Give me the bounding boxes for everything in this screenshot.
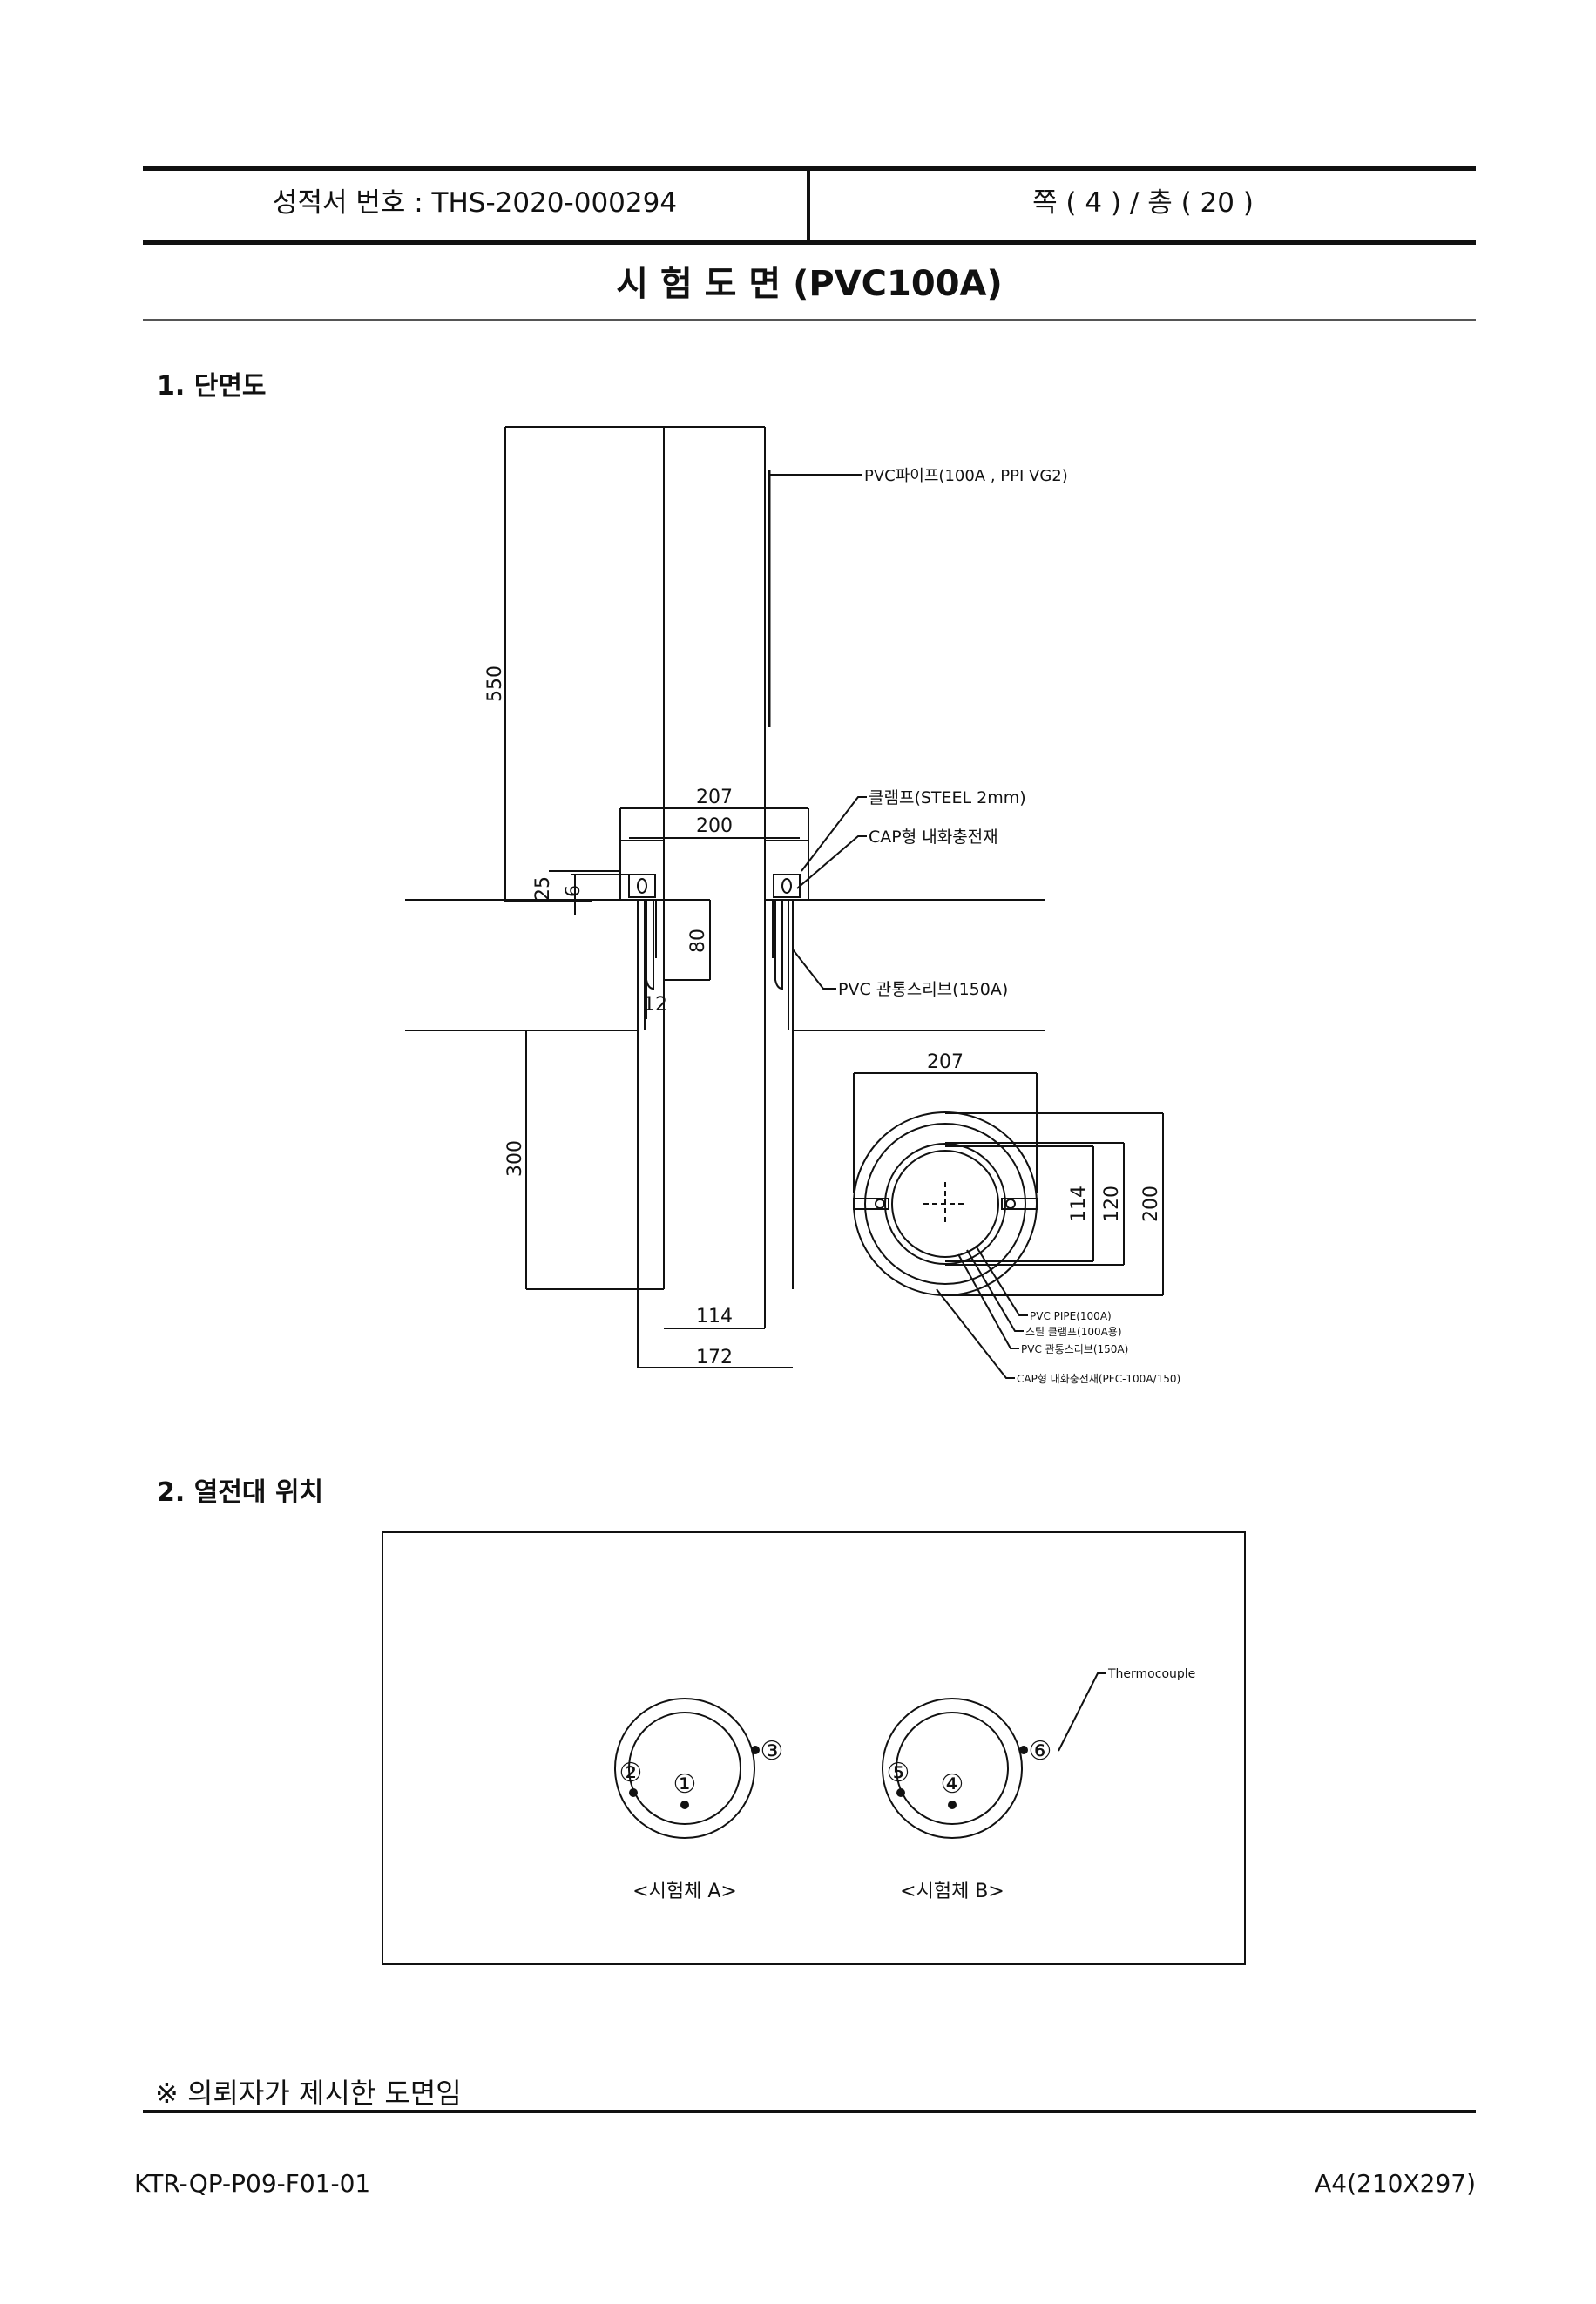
thermocouple-point-6: ⑥ xyxy=(1029,1736,1052,1767)
header-bottom-rule xyxy=(143,240,1476,245)
cross-section-drawing: 550 207 200 25 6 80 12 300 114 172 PVC파이… xyxy=(405,426,1180,1385)
dim-200-top: 200 xyxy=(696,815,733,837)
dim-300: 300 xyxy=(504,1140,526,1177)
paper-size: A4(210X297) xyxy=(1315,2169,1476,2198)
thermocouple-point-5: ⑤ xyxy=(887,1758,910,1788)
dim-200-plan: 200 xyxy=(1140,1186,1162,1222)
label-plan-clamp: 스틸 클램프(100A용) xyxy=(1025,1326,1122,1338)
label-plan-cap: CAP형 내화충전재(PFC-100A/150) xyxy=(1017,1373,1180,1385)
header-divider xyxy=(807,166,810,244)
thermocouple-point-4: ④ xyxy=(941,1769,964,1800)
label-clamp: 클램프(STEEL 2mm) xyxy=(869,788,1026,807)
label-plan-sleeve: PVC 관통스리브(150A) xyxy=(1021,1343,1128,1355)
label-plan-pipe: PVC PIPE(100A) xyxy=(1030,1310,1112,1322)
page-title: 시 험 도 면 (PVC100A) xyxy=(616,264,1003,304)
report-number: 성적서 번호 : THS-2020-000294 xyxy=(272,187,678,219)
dim-207-top: 207 xyxy=(696,787,733,808)
thermocouple-diagram: ① ② ③ ④ ⑤ ⑥ Thermocouple <시험체 A> <시험체 B> xyxy=(382,1531,1246,1965)
section-2-heading: 2. 열전대 위치 xyxy=(157,1477,324,1508)
dim-80: 80 xyxy=(687,929,709,953)
dim-25: 25 xyxy=(532,876,554,901)
title-underline xyxy=(143,319,1476,321)
specimen-b-label: <시험체 B> xyxy=(900,1881,1004,1902)
dim-207-plan: 207 xyxy=(927,1051,964,1073)
dim-114-bottom: 114 xyxy=(696,1306,733,1328)
thermocouple-point-1: ① xyxy=(673,1769,697,1800)
dim-172: 172 xyxy=(696,1347,733,1368)
thermocouple-point-2: ② xyxy=(619,1758,643,1788)
label-cap-filler: CAP형 내화충전재 xyxy=(869,828,998,847)
dim-114-plan: 114 xyxy=(1068,1186,1090,1222)
dim-120: 120 xyxy=(1101,1186,1123,1222)
thermocouple-point-3: ③ xyxy=(761,1736,784,1767)
dim-12: 12 xyxy=(643,994,667,1016)
dim-6: 6 xyxy=(563,885,585,897)
footer-rule xyxy=(143,2110,1476,2113)
footnote: ※ 의뢰자가 제시한 도면임 xyxy=(155,2077,462,2110)
specimen-a-label: <시험체 A> xyxy=(632,1881,737,1902)
dim-550: 550 xyxy=(484,666,506,702)
page-info: 쪽 ( 4 ) / 총 ( 20 ) xyxy=(1032,187,1254,219)
label-pvc-pipe: PVC파이프(100A , PPI VG2) xyxy=(864,467,1068,485)
thermocouple-label: Thermocouple xyxy=(1107,1667,1195,1681)
label-pvc-sleeve: PVC 관통스리브(150A) xyxy=(838,980,1008,999)
section-1-heading: 1. 단면도 xyxy=(157,371,267,402)
form-code: KTR-QP-P09-F01-01 xyxy=(134,2169,371,2198)
